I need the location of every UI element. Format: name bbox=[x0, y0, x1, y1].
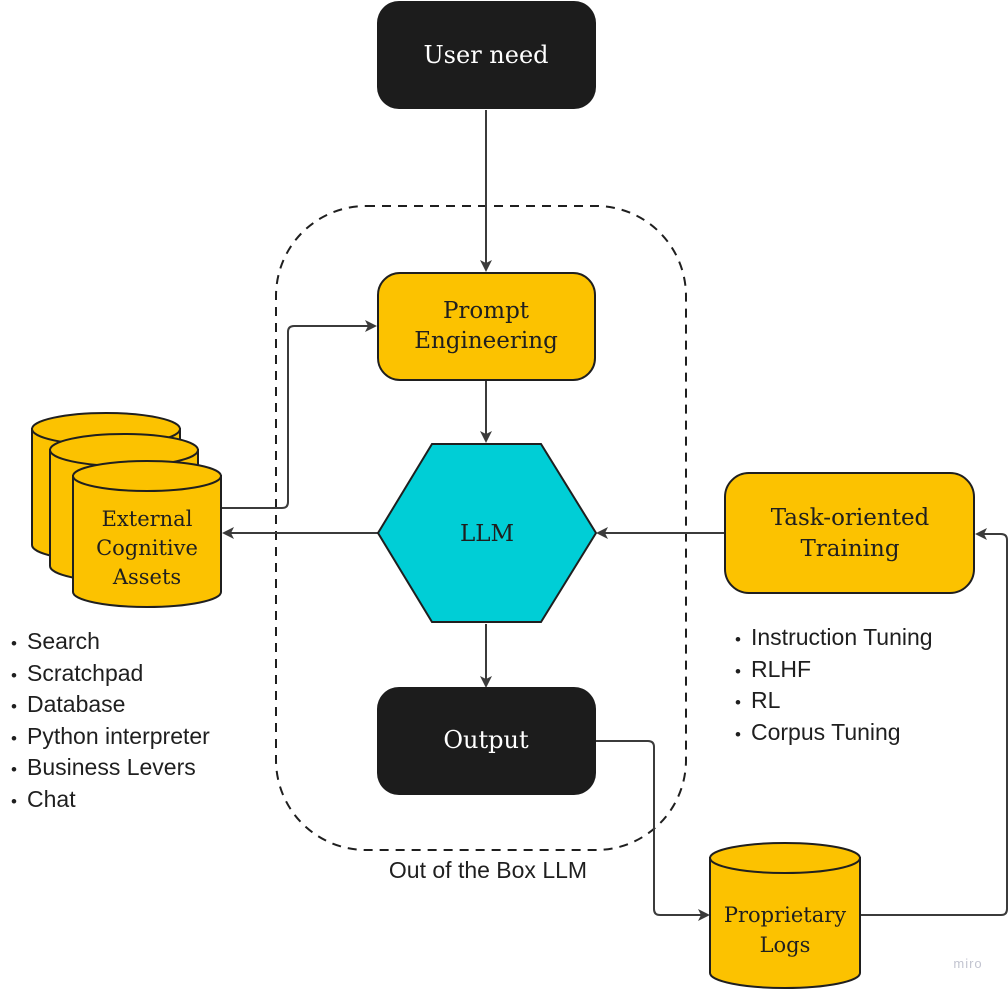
proprietary-logs-label-line1: Proprietary bbox=[724, 903, 846, 927]
list-item: • Scratchpad bbox=[11, 660, 143, 686]
list-item: • Chat bbox=[11, 786, 76, 812]
list-item-text: Business Levers bbox=[27, 754, 196, 780]
list-item-text: Corpus Tuning bbox=[751, 719, 901, 745]
miro-watermark: miro bbox=[953, 956, 982, 971]
prompt-engineering-label-line1: Prompt bbox=[443, 298, 530, 324]
task-training-node[interactable]: Task-oriented Training bbox=[724, 472, 975, 594]
list-item-text: Instruction Tuning bbox=[751, 624, 933, 650]
user-need-box bbox=[377, 1, 596, 109]
bullet: • bbox=[735, 725, 741, 744]
proprietary-logs-node[interactable]: Proprietary Logs bbox=[709, 842, 861, 989]
output-node[interactable]: Output bbox=[377, 687, 596, 795]
list-item: • Python interpreter bbox=[11, 723, 210, 749]
output-box bbox=[377, 687, 596, 795]
group-dashed-border bbox=[275, 205, 687, 851]
list-item: • Corpus Tuning bbox=[735, 719, 901, 745]
list-item-text: RLHF bbox=[751, 656, 811, 682]
list-item-text: Python interpreter bbox=[27, 723, 210, 749]
group-label: Out of the Box LLM bbox=[389, 857, 587, 883]
bullet: • bbox=[735, 662, 741, 681]
training-list: • Instruction Tuning • RLHF • RL • Corpu… bbox=[735, 624, 933, 745]
bullet: • bbox=[735, 693, 741, 712]
bullet: • bbox=[11, 634, 17, 653]
logs-cylinder-top bbox=[709, 842, 861, 874]
bullet: • bbox=[11, 666, 17, 685]
prompt-engineering-node[interactable]: Prompt Engineering bbox=[377, 272, 596, 381]
cylinder-front bbox=[72, 460, 222, 608]
task-training-label-line1: Task-oriented bbox=[771, 505, 930, 531]
edge-external-assets-to-prompt bbox=[222, 320, 377, 509]
proprietary-logs-label-line2: Logs bbox=[760, 933, 811, 957]
bullet: • bbox=[11, 792, 17, 811]
llm-label: LLM bbox=[460, 521, 514, 547]
llm-hexagon bbox=[376, 443, 598, 623]
edge-logs-to-training bbox=[860, 528, 1008, 916]
list-item-text: Database bbox=[27, 691, 125, 717]
prompt-engineering-box bbox=[377, 272, 596, 381]
list-item-text: Scratchpad bbox=[27, 660, 143, 686]
bullet: • bbox=[11, 729, 17, 748]
list-item: • RLHF bbox=[735, 656, 811, 682]
logs-cylinder-body bbox=[709, 857, 861, 989]
user-need-node[interactable]: User need bbox=[377, 1, 596, 109]
list-item: • RL bbox=[735, 687, 781, 713]
list-item: • Business Levers bbox=[11, 754, 196, 780]
external-assets-label-line3: Assets bbox=[112, 565, 181, 589]
llm-node[interactable]: LLM bbox=[376, 443, 598, 623]
bullet: • bbox=[11, 760, 17, 779]
edges bbox=[222, 110, 1008, 921]
task-training-label-line2: Training bbox=[800, 536, 899, 562]
external-assets-label-line1: External bbox=[102, 507, 193, 531]
bullet: • bbox=[735, 630, 741, 649]
list-item: • Database bbox=[11, 691, 125, 717]
external-assets-node[interactable]: External Cognitive Assets bbox=[31, 412, 222, 608]
list-item: • Instruction Tuning bbox=[735, 624, 933, 650]
external-assets-list: • Search • Scratchpad • Database • Pytho… bbox=[11, 628, 210, 812]
user-need-label: User need bbox=[423, 41, 548, 69]
list-item-text: RL bbox=[751, 687, 781, 713]
list-item: • Search bbox=[11, 628, 100, 654]
list-item-text: Search bbox=[27, 628, 100, 654]
external-assets-label-line2: Cognitive bbox=[96, 536, 198, 560]
list-item-text: Chat bbox=[27, 786, 76, 812]
prompt-engineering-label-line2: Engineering bbox=[414, 328, 558, 354]
bullet: • bbox=[11, 697, 17, 716]
edge-output-to-logs bbox=[596, 740, 710, 921]
task-training-box bbox=[724, 472, 975, 594]
output-label: Output bbox=[443, 726, 529, 754]
out-of-box-llm-group: Out of the Box LLM bbox=[275, 205, 687, 883]
